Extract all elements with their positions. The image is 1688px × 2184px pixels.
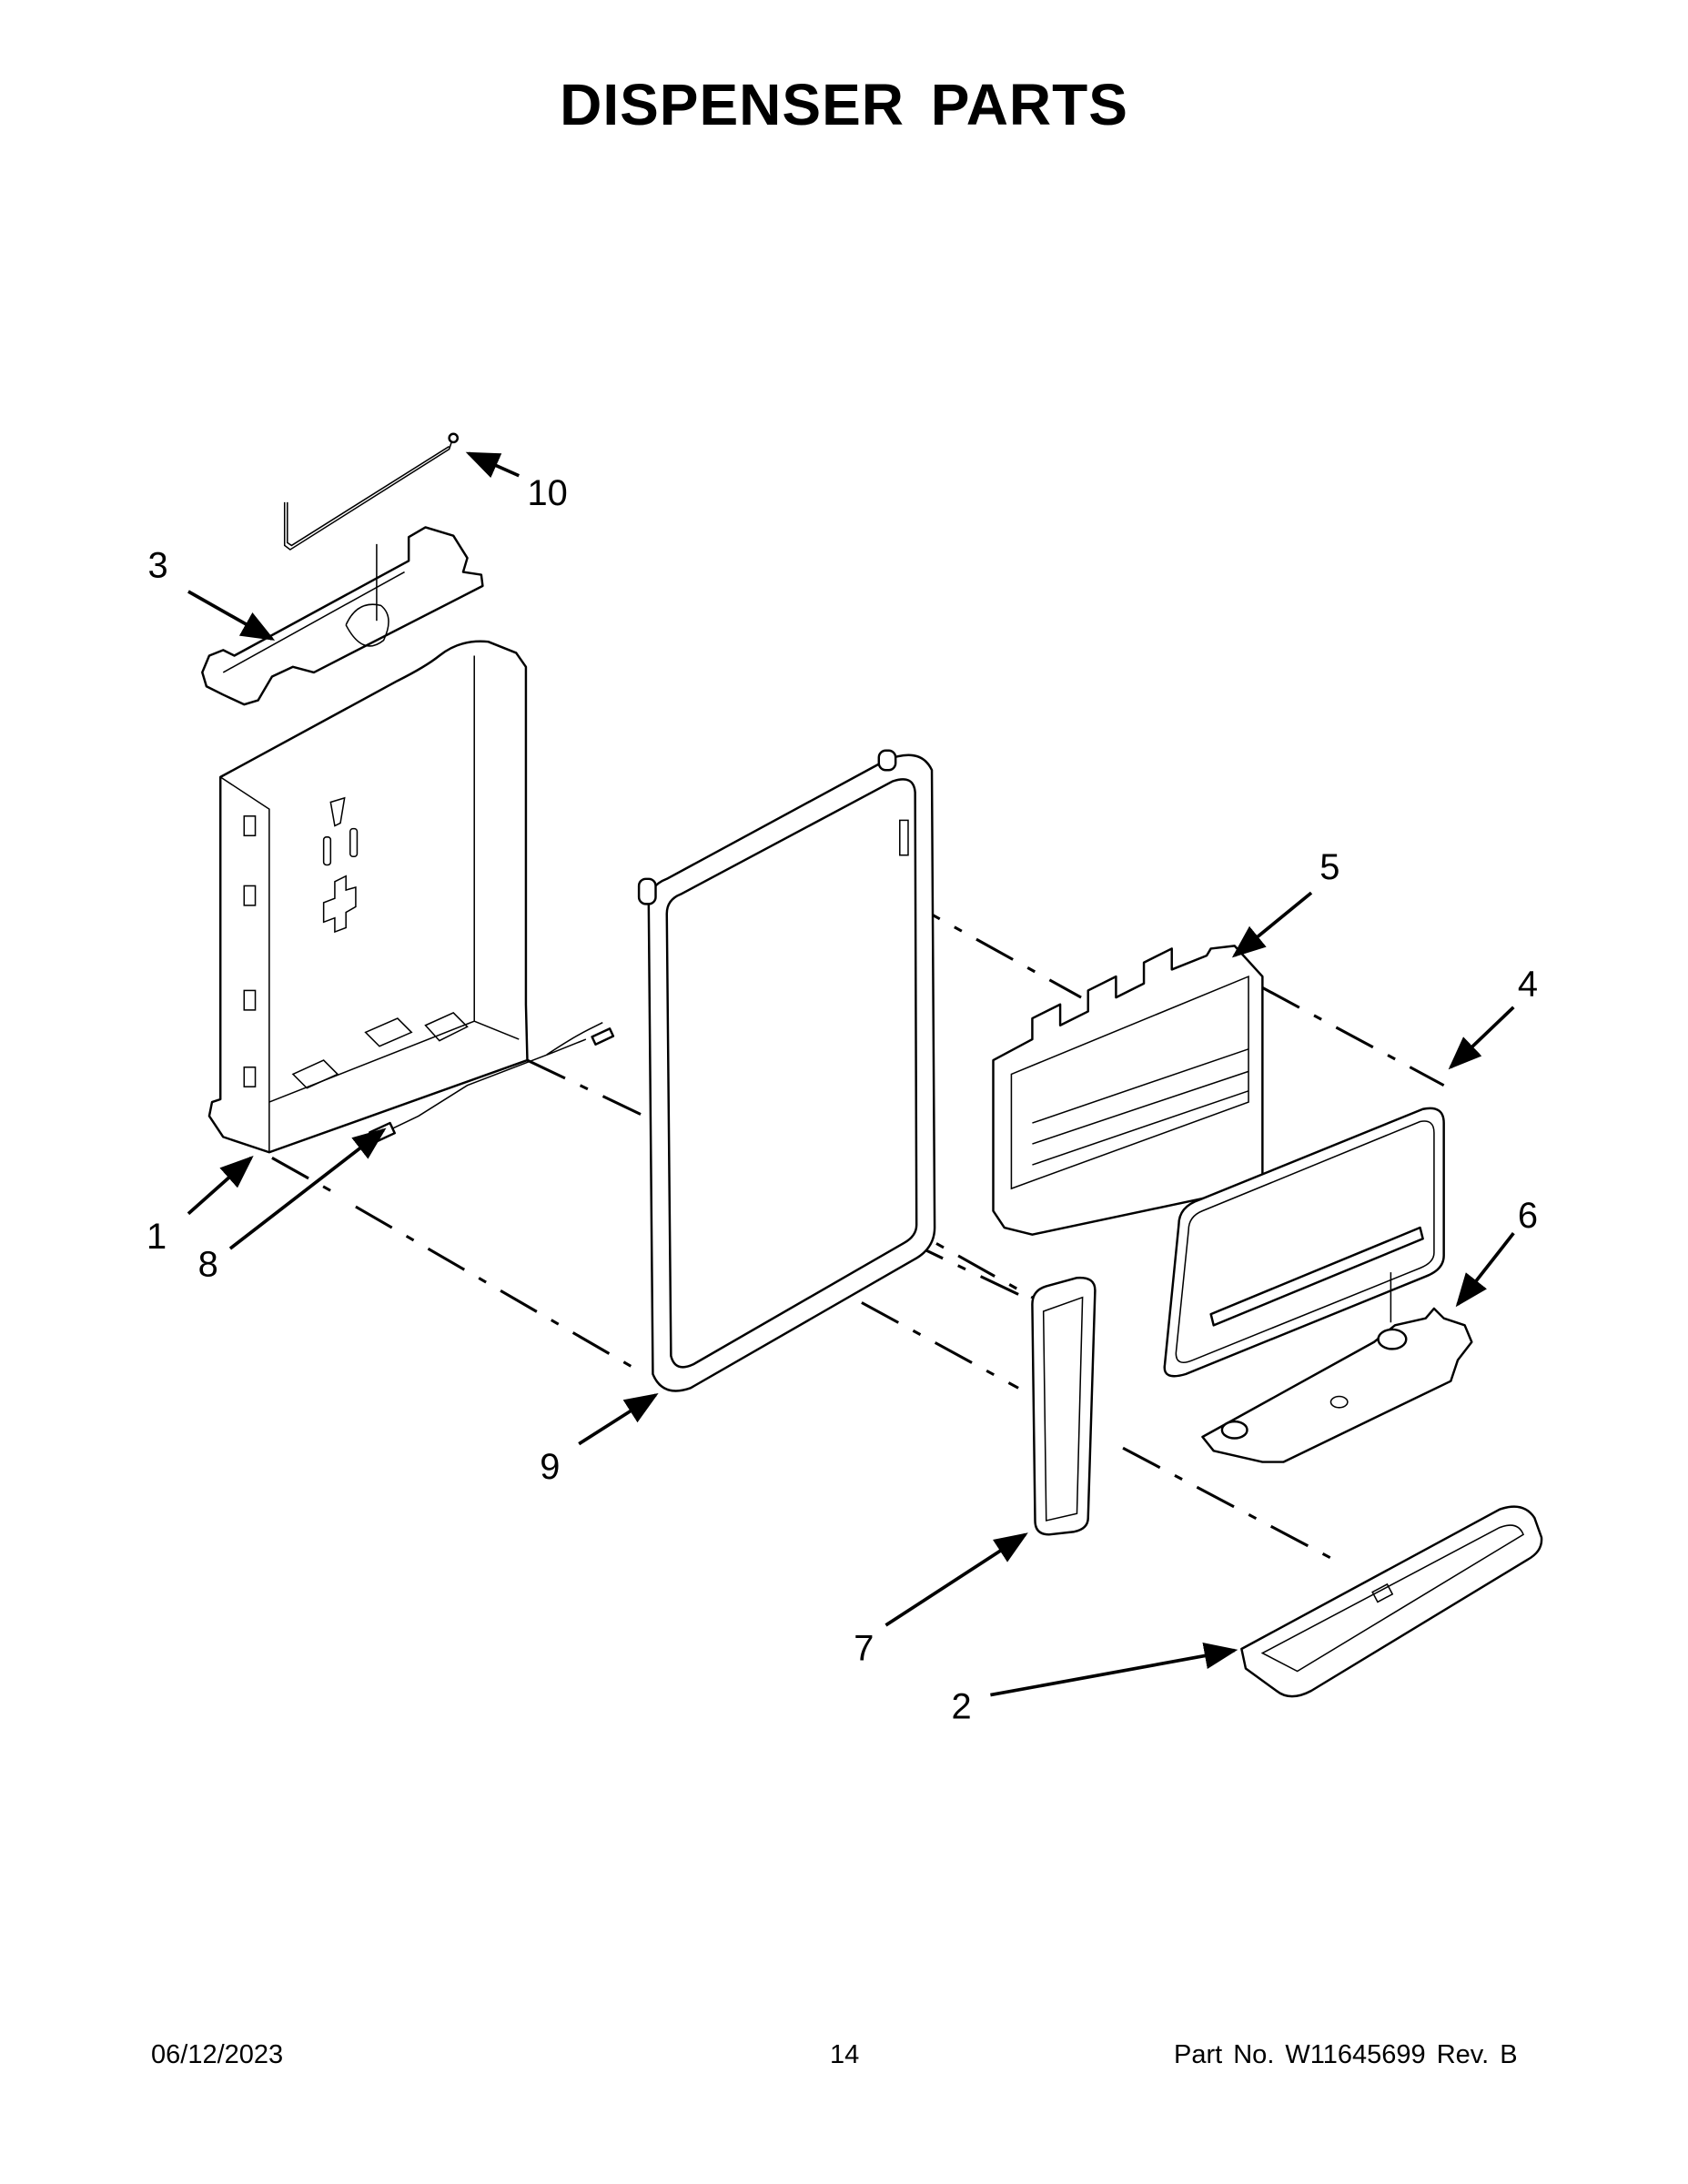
part-1-housing <box>207 640 529 1154</box>
callout-leaders <box>187 451 1515 1697</box>
part-10-wire <box>283 432 460 551</box>
callout-4: 4 <box>1518 965 1538 1005</box>
part-9-frame <box>637 749 936 1392</box>
footer-part-number: Part No. W11645699 Rev. B <box>1174 2040 1518 2069</box>
part-5-module <box>992 945 1264 1236</box>
part-4-cover <box>1163 1107 1445 1378</box>
callout-5: 5 <box>1319 847 1339 887</box>
callout-3: 3 <box>147 546 167 586</box>
callout-2: 2 <box>952 1687 972 1727</box>
part-7-pad <box>1031 1276 1097 1536</box>
part-2-tray <box>1240 1505 1543 1698</box>
callout-7: 7 <box>854 1628 874 1668</box>
page-title: DISPENSER PARTS <box>560 72 1128 137</box>
callout-6: 6 <box>1518 1196 1538 1236</box>
callout-10: 10 <box>527 473 567 513</box>
callout-8: 8 <box>198 1245 218 1285</box>
footer-date: 06/12/2023 <box>151 2040 284 2069</box>
callout-1: 1 <box>147 1217 167 1257</box>
callout-9: 9 <box>540 1447 560 1487</box>
part-6-base <box>1201 1272 1473 1463</box>
footer-page-number: 14 <box>830 2040 860 2069</box>
